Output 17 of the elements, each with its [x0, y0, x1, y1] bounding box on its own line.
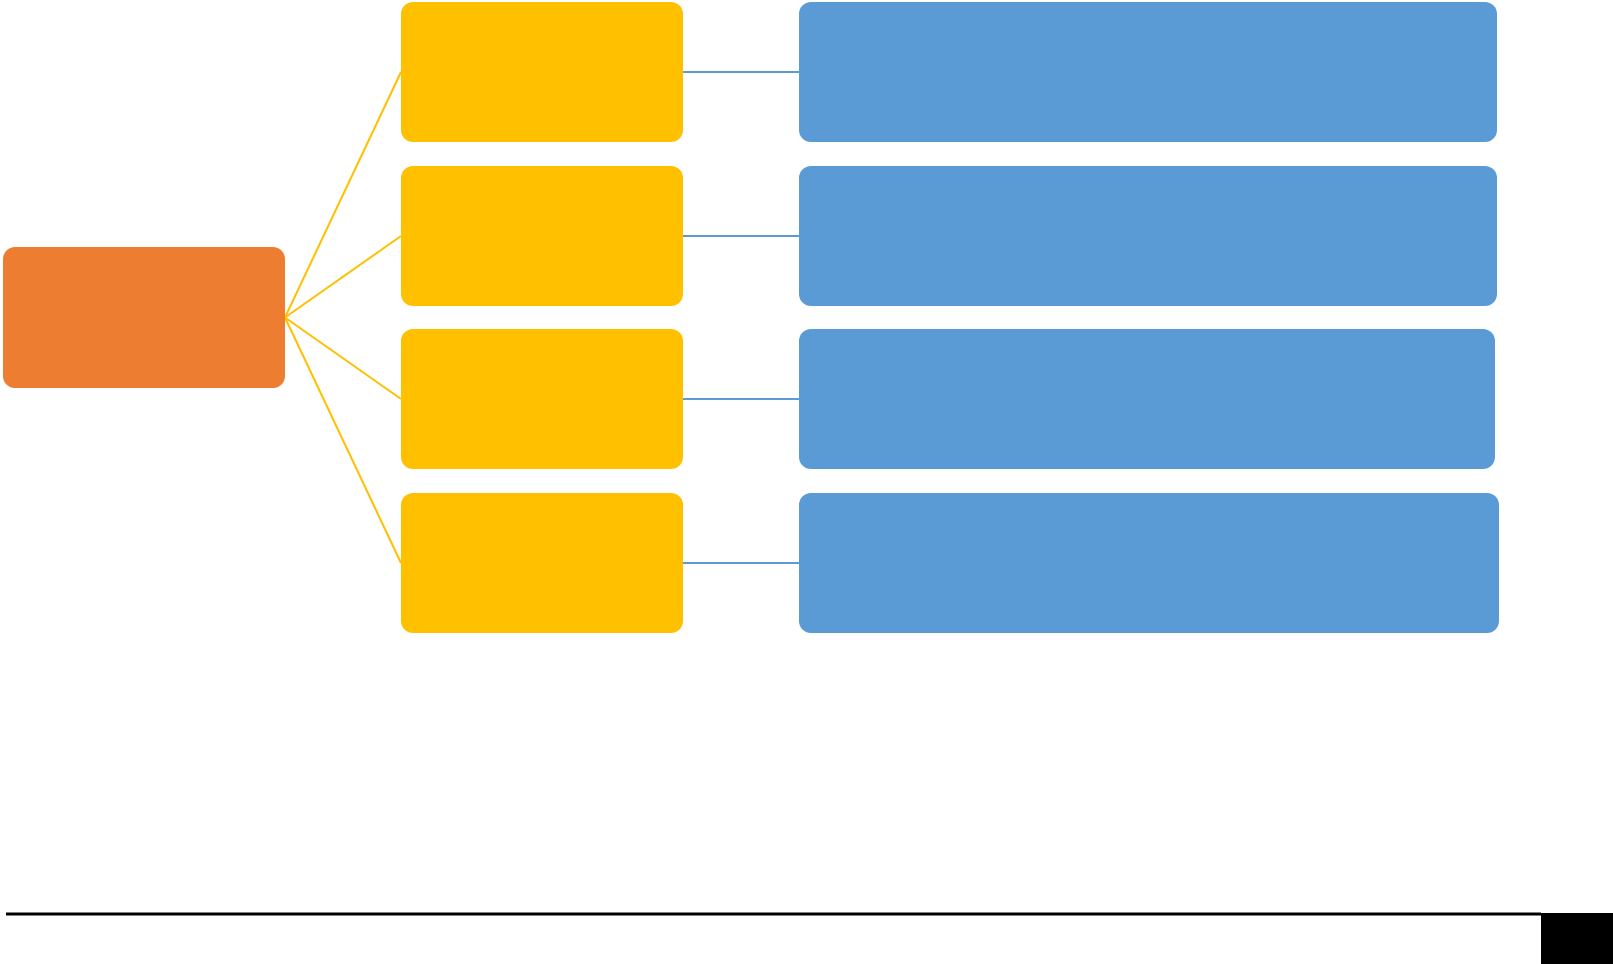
connector-line: [284, 316, 402, 400]
box-shape: [401, 2, 683, 142]
connector-line: [682, 71, 800, 73]
box-shape: [401, 329, 683, 469]
connector-line: [284, 71, 402, 319]
box-shape: [3, 247, 285, 388]
box-shape: [799, 166, 1497, 306]
box-shape: [401, 166, 683, 306]
connector-line: [682, 398, 800, 400]
box-shape: [401, 493, 683, 633]
connector-line: [284, 316, 402, 564]
box-shape: [799, 329, 1495, 469]
box-shape: [799, 493, 1499, 633]
connector-line: [682, 562, 800, 564]
box-shape: [799, 2, 1497, 142]
connector-line: [284, 235, 402, 319]
connector-line: [682, 235, 800, 237]
